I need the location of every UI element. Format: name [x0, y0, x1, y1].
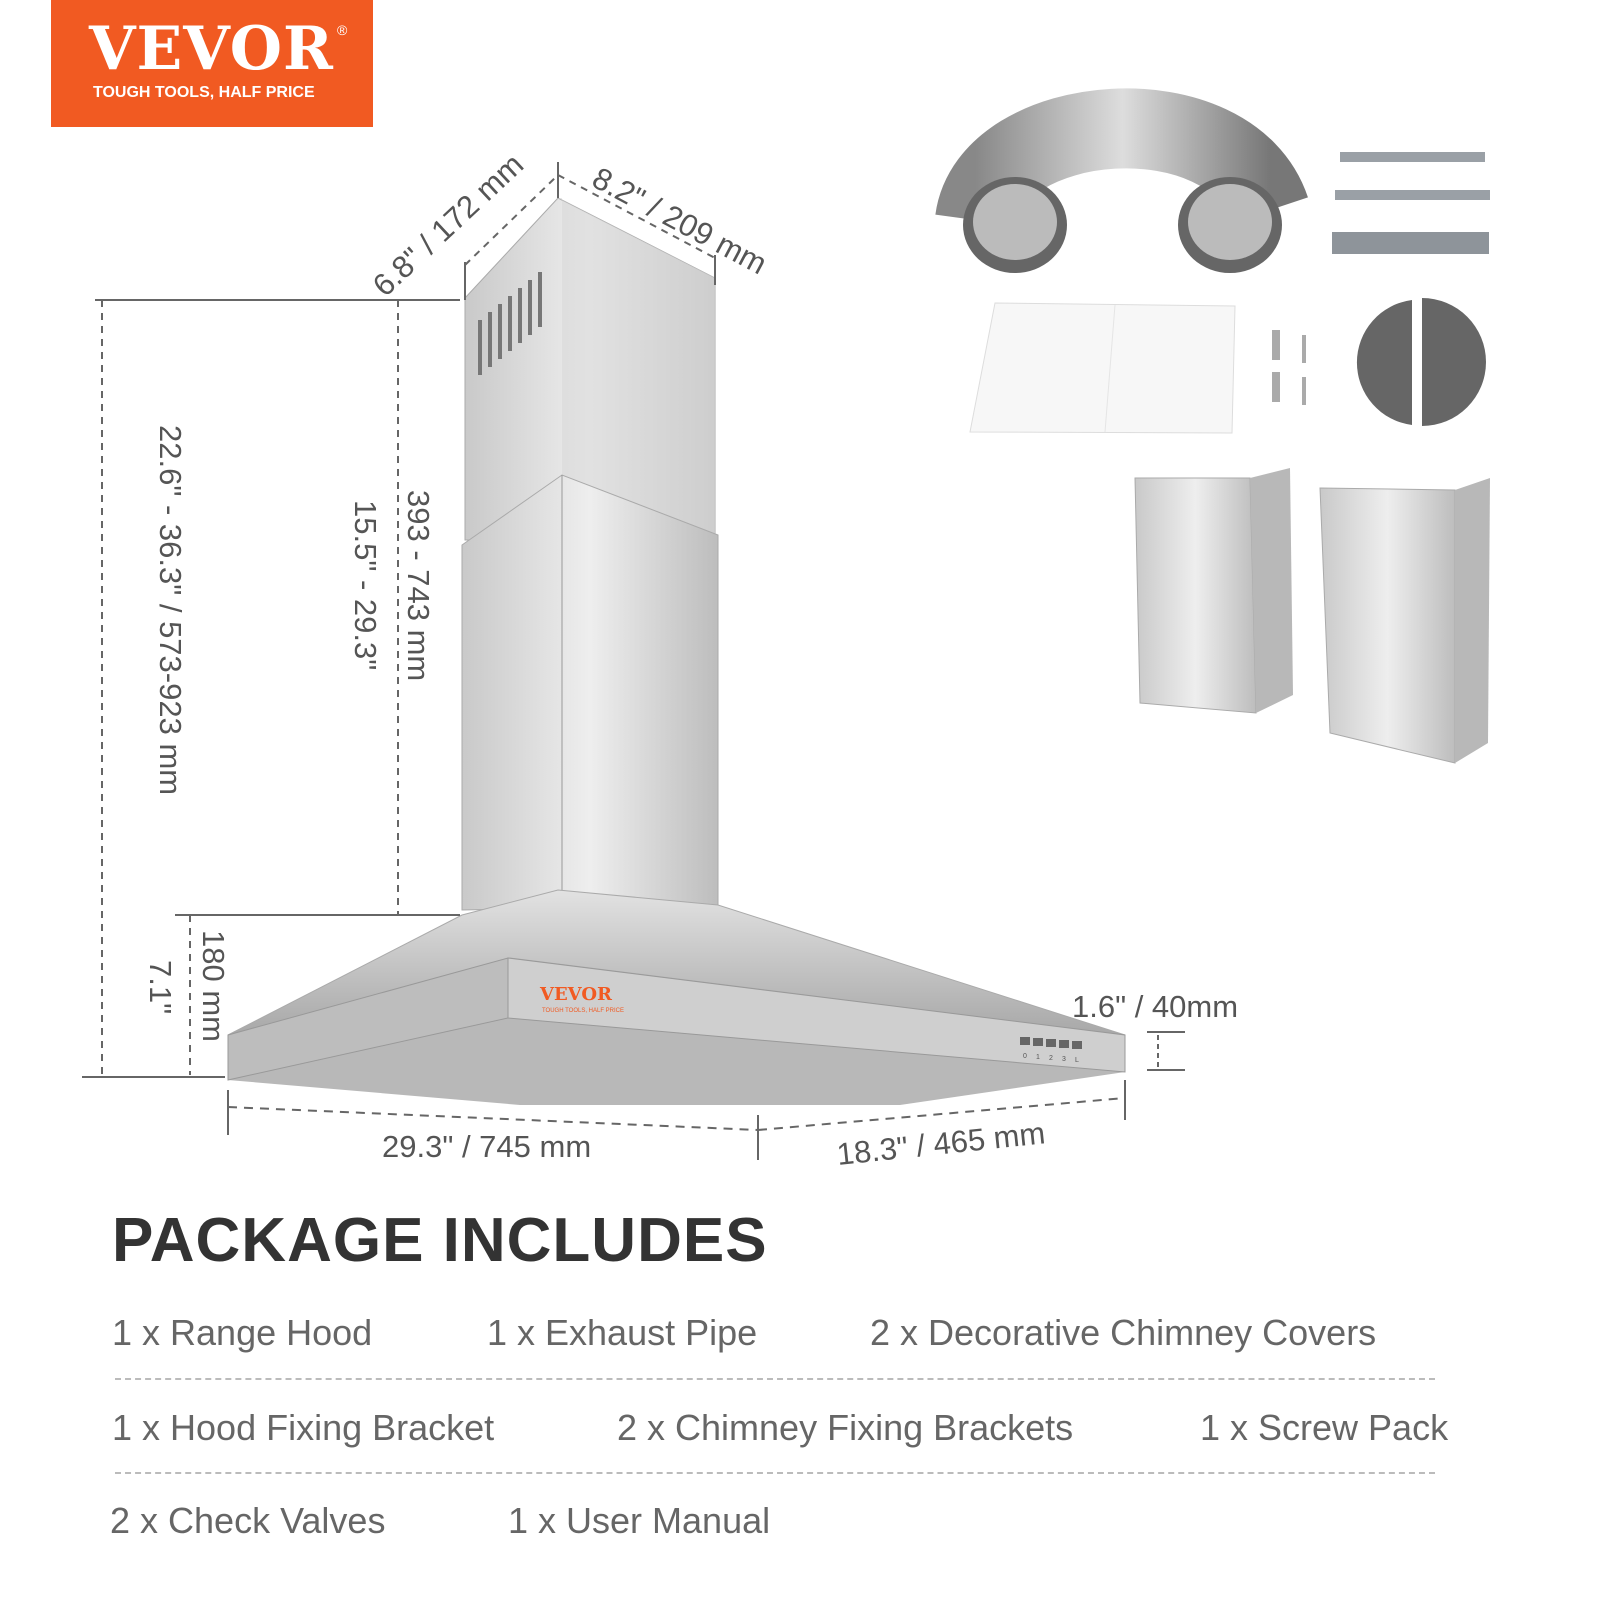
package-title: PACKAGE INCLUDES: [112, 1206, 768, 1275]
speed-button-2[interactable]: [1046, 1039, 1056, 1047]
brand-name: VEVOR: [89, 14, 334, 84]
registered-mark: ®: [337, 22, 348, 38]
check-valves-image: [1356, 298, 1486, 426]
dimension-lines: [82, 162, 1185, 1160]
package-item: 1 x Screw Pack: [1200, 1407, 1449, 1448]
speed-label: 1: [1036, 1054, 1040, 1061]
hood-fixing-bracket-image: [1332, 232, 1489, 254]
light-button[interactable]: [1072, 1041, 1082, 1049]
speed-label: 2: [1049, 1055, 1053, 1062]
brand-tagline: TOUGH TOOLS, HALF PRICE: [93, 84, 315, 101]
control-buttons: 0 1 2 3 L: [1020, 1037, 1082, 1064]
hood-height-mm-label: 180 mm: [196, 930, 231, 1042]
total-height-label: 22.6" - 36.3" / 573-923 mm: [153, 425, 188, 795]
range-hood-image: VEVOR TOUGH TOOLS, HALF PRICE 0 1 2 3 L: [227, 197, 1126, 1105]
speed-label: L: [1075, 1057, 1079, 1064]
speed-button-0[interactable]: [1020, 1037, 1030, 1045]
hood-tagline-label: TOUGH TOOLS, HALF PRICE: [542, 1008, 624, 1014]
divider: [115, 1472, 1435, 1474]
chimney-height-mm-label: 393 - 743 mm: [401, 490, 436, 681]
user-manual-image: [969, 302, 1236, 434]
brand-logo: VEVOR ® TOUGH TOOLS, HALF PRICE: [51, 0, 373, 127]
package-item: 1 x User Manual: [508, 1500, 771, 1541]
package-item: 1 x Exhaust Pipe: [487, 1312, 758, 1353]
chimney-covers-image: [1134, 468, 1490, 764]
package-item: 1 x Hood Fixing Bracket: [112, 1407, 495, 1448]
chimney-height-inch-label: 15.5" - 29.3": [348, 500, 383, 670]
vent-slots: [478, 272, 542, 375]
divider: [115, 1378, 1435, 1380]
chimney-fixing-brackets-image: [1335, 152, 1490, 200]
hood-brand-label: VEVOR: [539, 984, 613, 1005]
depth-label: 18.3" / 465 mm: [835, 1115, 1047, 1172]
package-item: 2 x Chimney Fixing Brackets: [617, 1407, 1074, 1448]
speed-label: 3: [1062, 1056, 1066, 1063]
speed-button-1[interactable]: [1033, 1038, 1043, 1046]
exhaust-pipe-image: [935, 88, 1308, 273]
width-label: 29.3" / 745 mm: [382, 1129, 591, 1164]
package-item: 1 x Range Hood: [112, 1312, 373, 1353]
screw-pack-image: [1272, 330, 1306, 405]
front-thickness-label: 1.6" / 40mm: [1072, 989, 1238, 1024]
package-item: 2 x Decorative Chimney Covers: [870, 1312, 1377, 1353]
speed-label: 0: [1023, 1053, 1027, 1060]
speed-button-3[interactable]: [1059, 1040, 1069, 1048]
package-item: 2 x Check Valves: [110, 1500, 386, 1541]
hood-height-inch-label: 7.1": [143, 960, 178, 1014]
